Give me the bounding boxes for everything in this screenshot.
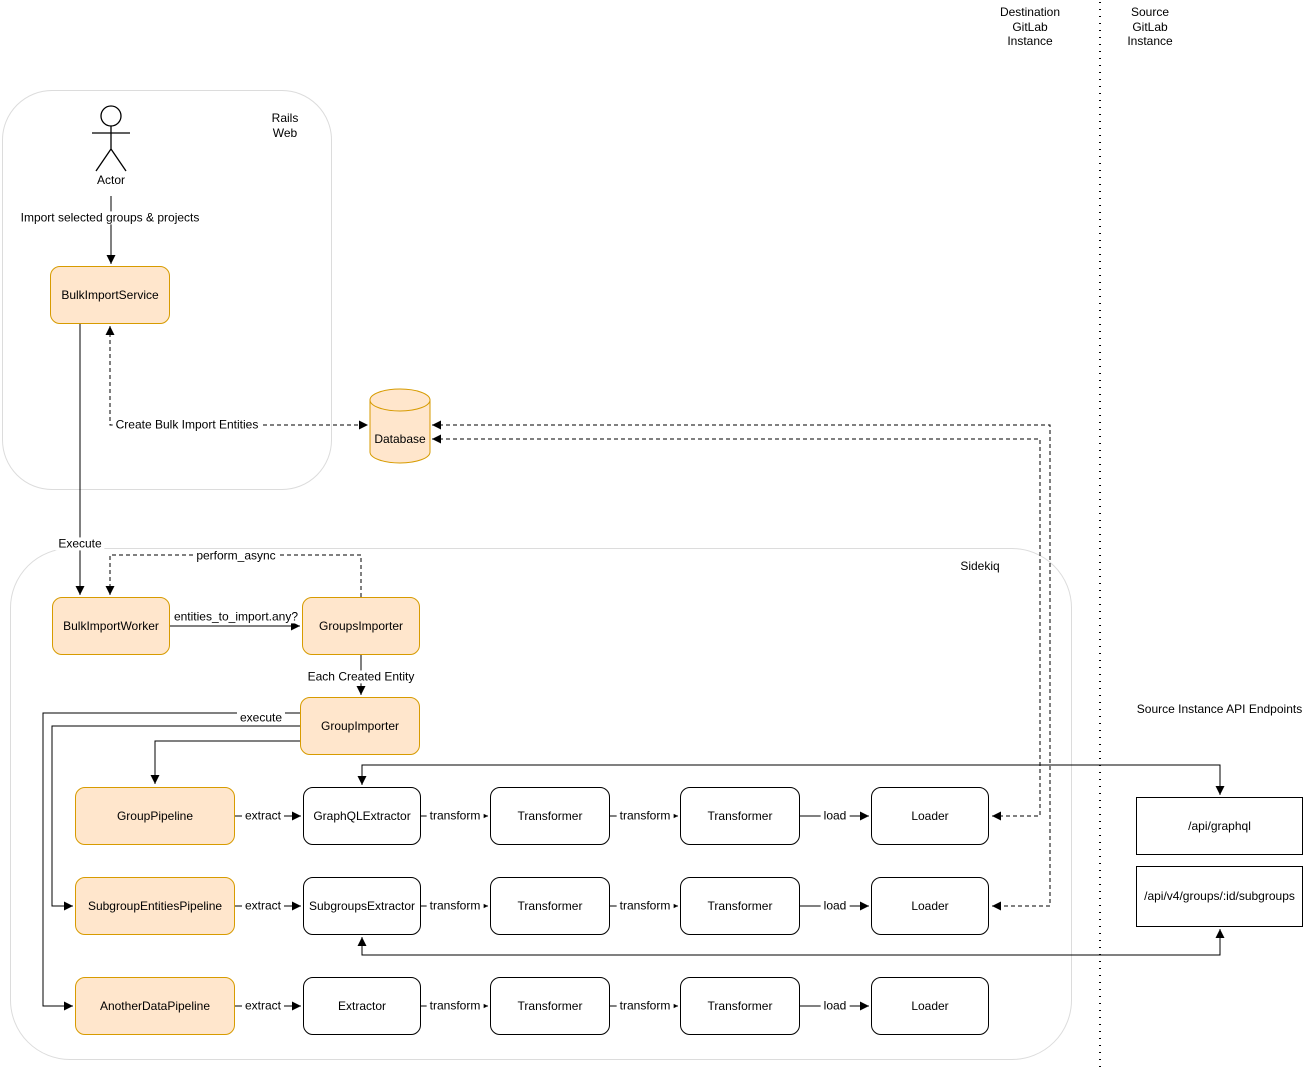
edge-label-row3-extract: extract	[241, 999, 285, 1013]
node-bulk-import-service: BulkImportService	[50, 266, 170, 324]
node-another-data-pipeline: AnotherDataPipeline	[75, 977, 235, 1035]
node-groups-importer: GroupsImporter	[302, 597, 420, 655]
edge-label-row1-transform1: transform	[426, 809, 484, 823]
node-row3-transformer1: Transformer	[490, 977, 610, 1035]
endpoints-title: Source Instance API Endpoints	[1136, 702, 1303, 716]
rails-web-label: Rails Web	[271, 111, 299, 140]
node-endpoint-graphql: /api/graphql	[1136, 797, 1303, 855]
node-row2-transformer2: Transformer	[680, 877, 800, 935]
edge-execute-subgrouppipeline	[51, 725, 300, 911]
source-instance-label: Source GitLab Instance	[1127, 5, 1173, 49]
edge-subgroups-endpoint	[357, 929, 1225, 956]
edge-database-loader2	[432, 420, 1051, 911]
node-row1-transformer2: Transformer	[680, 787, 800, 845]
edge-label-row1-transform2: transform	[616, 809, 674, 823]
edge-perform-async	[105, 554, 362, 597]
node-row3-loader: Loader	[871, 977, 989, 1035]
edge-label-row2-transform2: transform	[616, 899, 674, 913]
node-subgroup-entities-pipeline: SubgroupEntitiesPipeline	[75, 877, 235, 935]
edge-label-import-selected: Import selected groups & projects	[17, 211, 203, 225]
actor-icon	[92, 105, 130, 172]
node-row1-loader: Loader	[871, 787, 989, 845]
edge-execute-anotherpipeline	[42, 712, 300, 1011]
database-label: Database	[374, 432, 426, 446]
edge-label-row2-extract: extract	[241, 899, 285, 913]
sidekiq-label: Sidekiq	[960, 559, 1000, 573]
edge-label-row2-load: load	[820, 899, 850, 913]
database-icon	[369, 388, 431, 464]
node-bulk-import-worker: BulkImportWorker	[52, 597, 170, 655]
edge-label-execute: Execute	[55, 537, 105, 551]
edge-execute-grouppipeline	[150, 740, 300, 784]
node-group-pipeline: GroupPipeline	[75, 787, 235, 845]
edge-label-row1-load: load	[820, 809, 850, 823]
node-row3-transformer2: Transformer	[680, 977, 800, 1035]
edge-label-row3-transform2: transform	[616, 999, 674, 1013]
node-row1-transformer1: Transformer	[490, 787, 610, 845]
actor-label: Actor	[96, 173, 125, 187]
edge-label-entities-any: entities_to_import.any?	[170, 610, 302, 624]
node-extractor: Extractor	[303, 977, 421, 1035]
node-row2-loader: Loader	[871, 877, 989, 935]
edge-label-row3-load: load	[820, 999, 850, 1013]
edge-label-row2-transform1: transform	[426, 899, 484, 913]
edge-label-row1-extract: extract	[241, 809, 285, 823]
edge-label-each-created-entity: Each Created Entity	[304, 670, 418, 684]
edge-label-group-execute: execute	[236, 711, 286, 725]
edge-label-row3-transform1: transform	[426, 999, 484, 1013]
edge-label-create-entities: Create Bulk Import Entities	[112, 418, 262, 432]
node-group-importer: GroupImporter	[300, 697, 420, 755]
destination-instance-label: Destination GitLab Instance	[999, 5, 1061, 49]
node-graphql-extractor: GraphQLExtractor	[303, 787, 421, 845]
edge-label-perform-async: perform_async	[193, 549, 279, 563]
node-endpoint-subgroups: /api/v4/groups/:id/subgroups	[1136, 866, 1303, 927]
edge-create-entities	[105, 326, 368, 430]
edge-database-loader1	[432, 434, 1041, 821]
node-subgroups-extractor: SubgroupsExtractor	[303, 877, 421, 935]
node-row2-transformer1: Transformer	[490, 877, 610, 935]
